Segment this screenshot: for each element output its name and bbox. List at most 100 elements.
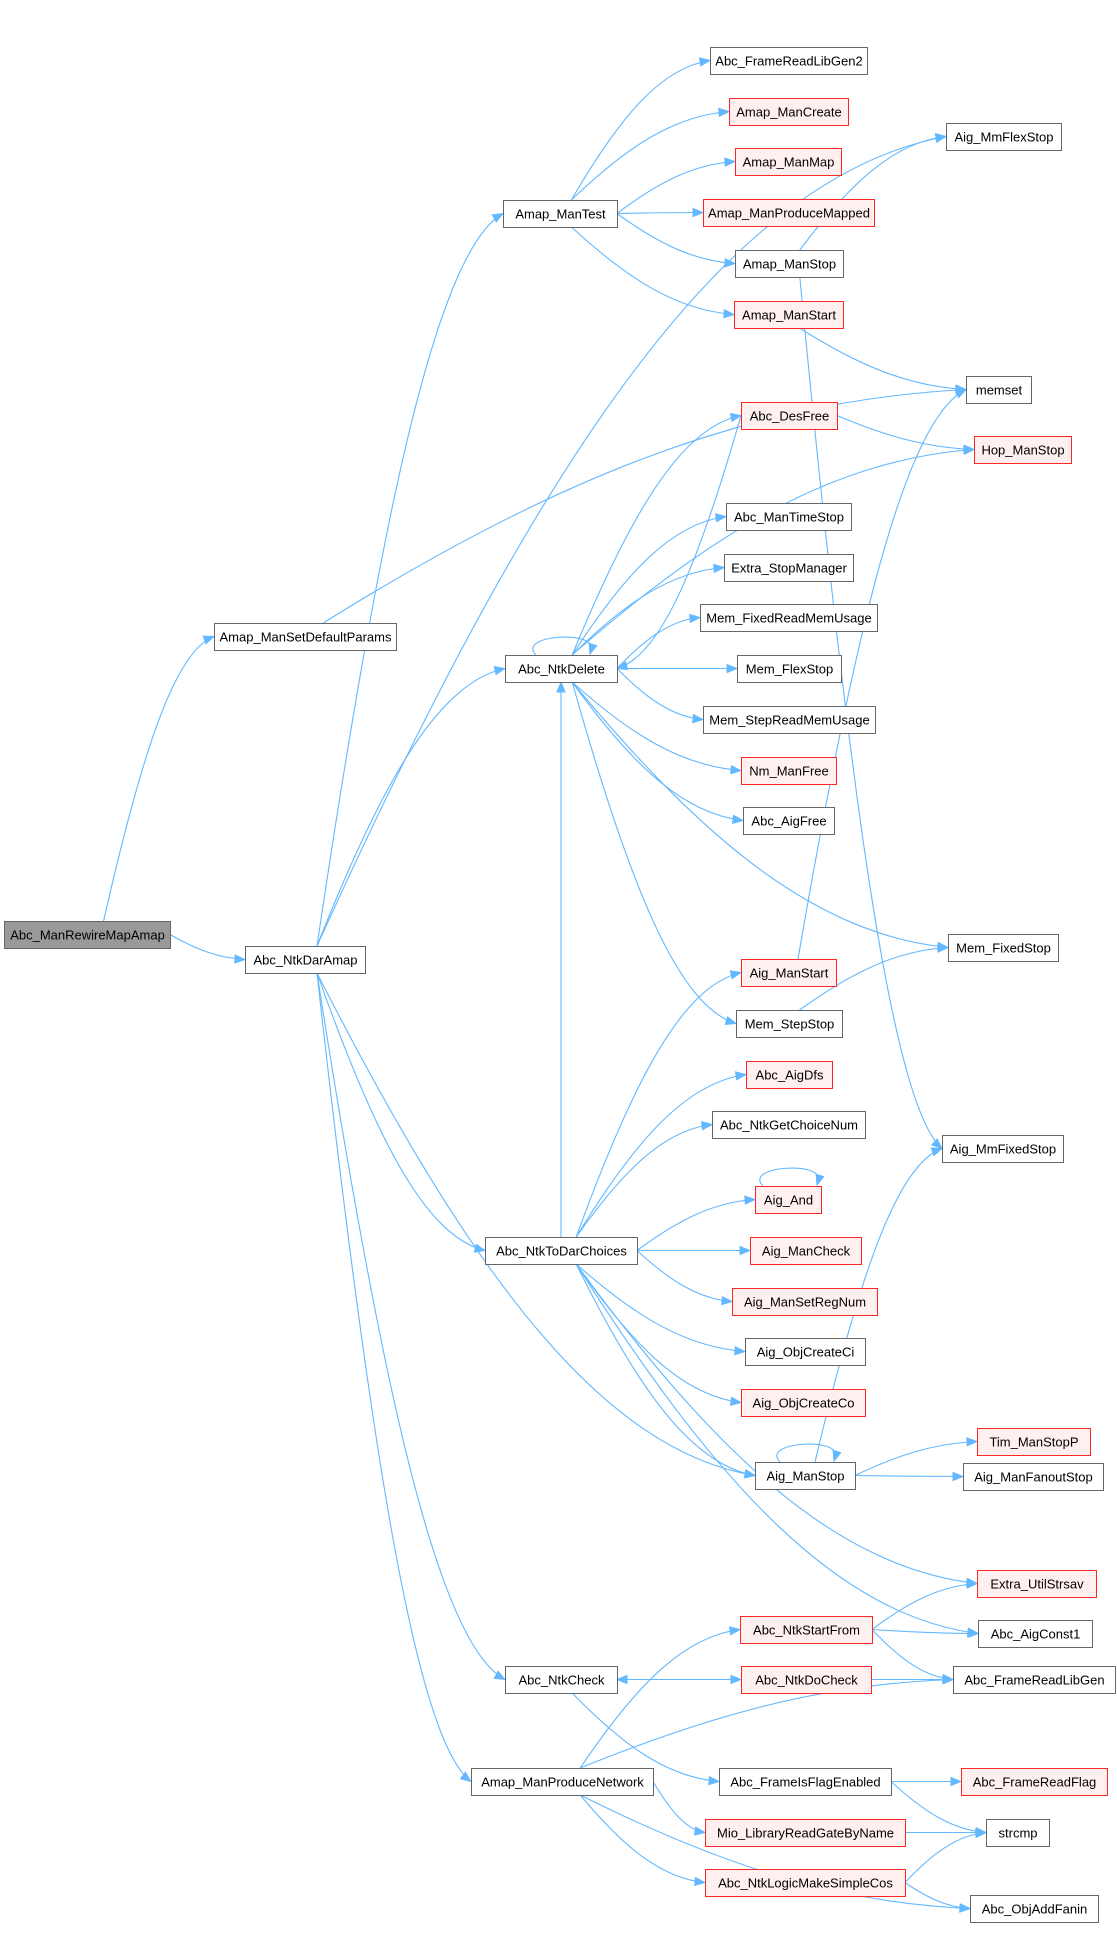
- node-mem-fixedreadmemusage[interactable]: Mem_FixedReadMemUsage: [700, 604, 878, 632]
- node-box: [737, 655, 842, 683]
- node-amap-mantest[interactable]: Amap_ManTest: [503, 200, 618, 228]
- node-label: Aig_MmFixedStop: [950, 1142, 1056, 1157]
- edge-abc-ntkdelete-to-extra-stopmanager: [571, 563, 726, 656]
- node-abc-manrewiremapamap[interactable]: Abc_ManRewireMapAmap: [4, 921, 171, 949]
- edge-line: [636, 1198, 756, 1251]
- node-abc-framereadflag[interactable]: Abc_FrameReadFlag: [961, 1768, 1108, 1796]
- edge-line: [571, 515, 727, 656]
- edge-abc-desfree-to-hop-manstop: [836, 414, 976, 454]
- edge-abc-ntktodarchoices-to-aig-manstart: [575, 970, 743, 1238]
- node-aig-mancheck[interactable]: Aig_ManCheck: [750, 1237, 862, 1265]
- arrowhead-icon: [729, 412, 743, 423]
- node-aig-mansetregnum[interactable]: Aig_ManSetRegNum: [732, 1288, 878, 1316]
- node-amap-manproducenetwork[interactable]: Amap_ManProduceNetwork: [471, 1768, 654, 1796]
- node-aig-manstart[interactable]: Aig_ManStart: [741, 959, 837, 987]
- node-aig-and[interactable]: Aig_And: [755, 1186, 822, 1214]
- node-abc-objaddfanin[interactable]: Abc_ObjAddFanin: [970, 1895, 1099, 1923]
- node-amap-manstop[interactable]: Amap_ManStop: [735, 250, 844, 278]
- node-aig-mmflexstop[interactable]: Aig_MmFlexStop: [946, 123, 1062, 151]
- node-abc-aigdfs[interactable]: Abc_AigDfs: [746, 1061, 833, 1089]
- node-label: Abc_NtkToDarChoices: [496, 1244, 627, 1259]
- node-label: Mem_FixedReadMemUsage: [706, 611, 871, 626]
- arrowhead-icon: [615, 1674, 628, 1685]
- node-amap-mancreate[interactable]: Amap_ManCreate: [729, 98, 849, 126]
- node-amap-manstart[interactable]: Amap_ManStart: [734, 301, 844, 329]
- node-mem-flexstop[interactable]: Mem_FlexStop: [737, 655, 842, 683]
- edge-line: [799, 327, 967, 391]
- node-box: [245, 946, 366, 974]
- node-tim-manstopp[interactable]: Tim_ManStopP: [977, 1428, 1091, 1456]
- node-abc-ntkgetchoicenum[interactable]: Abc_NtkGetChoiceNum: [712, 1111, 866, 1139]
- edge-line: [575, 1263, 756, 1477]
- node-aig-manstop[interactable]: Aig_ManStop: [755, 1462, 856, 1490]
- node-aig-objcreateci[interactable]: Aig_ObjCreateCi: [745, 1338, 866, 1366]
- node-label: Amap_ManProduceNetwork: [481, 1775, 644, 1790]
- node-label: Aig_ManCheck: [762, 1244, 851, 1259]
- node-amap-manproducemapped[interactable]: Amap_ManProduceMapped: [703, 199, 875, 227]
- node-box: [946, 123, 1062, 151]
- node-mem-fixedstop[interactable]: Mem_FixedStop: [948, 934, 1059, 962]
- node-extra-stopmanager[interactable]: Extra_StopManager: [724, 554, 854, 582]
- arrowhead-icon: [202, 635, 216, 645]
- edge-line: [799, 946, 949, 1011]
- node-box: [505, 655, 618, 683]
- node-label: Aig_ManFanoutStop: [974, 1470, 1093, 1485]
- node-aig-objcreateco[interactable]: Aig_ObjCreateCo: [741, 1389, 866, 1417]
- edge-abc-ntkdelete-to-mem-stepstop: [571, 681, 738, 1026]
- node-aig-manfanoutstop[interactable]: Aig_ManFanoutStop: [963, 1463, 1104, 1491]
- edge-line: [616, 616, 701, 669]
- node-abc-ntkstartfrom[interactable]: Abc_NtkStartFrom: [740, 1616, 873, 1644]
- edge-abc-desfree-to-abc-ntkdelete: [615, 415, 742, 671]
- edge-amap-mantest-to-amap-manmap: [616, 157, 737, 214]
- node-label: Abc_FrameReadFlag: [973, 1775, 1097, 1790]
- node-label: Hop_ManStop: [981, 443, 1064, 458]
- node-aig-mmfixedstop[interactable]: Aig_MmFixedStop: [942, 1135, 1064, 1163]
- node-label: Tim_ManStopP: [989, 1435, 1078, 1450]
- node-abc-aigconst1[interactable]: Abc_AigConst1: [978, 1620, 1093, 1648]
- edge-amap-mantest-to-amap-manstop: [616, 213, 737, 268]
- node-label: Amap_ManMap: [743, 155, 835, 170]
- node-memset[interactable]: memset: [966, 376, 1032, 404]
- node-mem-stepstop[interactable]: Mem_StepStop: [736, 1010, 843, 1038]
- node-label: Abc_AigDfs: [756, 1068, 824, 1083]
- node-abc-mantimestop[interactable]: Abc_ManTimeStop: [726, 503, 852, 531]
- node-label: Aig_ManStart: [750, 966, 829, 981]
- node-mio-libraryreadgatebyname[interactable]: Mio_LibraryReadGateByName: [705, 1819, 906, 1847]
- arrowhead-icon: [728, 1626, 742, 1636]
- node-label: Nm_ManFree: [749, 764, 828, 779]
- node-label: Abc_AigFree: [751, 814, 826, 829]
- node-abc-ntklogicmakesimplecos[interactable]: Abc_NtkLogicMakeSimpleCos: [705, 1869, 906, 1897]
- node-abc-framereadlibgen2[interactable]: Abc_FrameReadLibGen2: [710, 47, 868, 75]
- arrowhead-icon: [491, 212, 505, 223]
- arrowhead-icon: [693, 1826, 707, 1836]
- edge-line: [871, 1582, 978, 1630]
- node-hop-manstop[interactable]: Hop_ManStop: [974, 436, 1072, 464]
- node-abc-aigfree[interactable]: Abc_AigFree: [743, 807, 835, 835]
- node-mem-stepreadmemusage[interactable]: Mem_StepReadMemUsage: [703, 706, 876, 734]
- edge-line: [616, 211, 704, 215]
- node-abc-ntkdaramap[interactable]: Abc_NtkDarAmap: [245, 946, 366, 974]
- node-abc-desfree[interactable]: Abc_DesFree: [741, 402, 838, 430]
- edge-amap-manstart-to-memset: [799, 327, 968, 394]
- edge-aig-manstop-to-aig-manstop: [776, 1443, 842, 1463]
- node-amap-mansetdefaultparams[interactable]: Amap_ManSetDefaultParams: [214, 623, 397, 651]
- node-abc-ntkcheck[interactable]: Abc_NtkCheck: [505, 1666, 618, 1694]
- arrowhead-icon: [713, 563, 726, 574]
- edge-line: [636, 1250, 733, 1303]
- node-abc-framereadlibgen[interactable]: Abc_FrameReadLibGen: [953, 1666, 1116, 1694]
- node-nm-manfree[interactable]: Nm_ManFree: [741, 757, 837, 785]
- edge-abc-ntktodarchoices-to-abc-ntkgetchoicenum: [575, 1121, 714, 1238]
- node-abc-ntktodarchoices[interactable]: Abc_NtkToDarChoices: [485, 1237, 638, 1265]
- edge-line: [836, 414, 975, 451]
- edge-line: [759, 1167, 819, 1187]
- edge-line: [169, 934, 246, 961]
- node-abc-ntkdelete[interactable]: Abc_NtkDelete: [505, 655, 618, 683]
- edge-abc-ntkdelete-to-mem-stepreadmemusage: [616, 668, 705, 724]
- node-amap-manmap[interactable]: Amap_ManMap: [735, 148, 842, 176]
- arrowhead-icon: [698, 57, 712, 67]
- node-abc-ntkdocheck[interactable]: Abc_NtkDoCheck: [741, 1666, 872, 1694]
- node-label: Aig_MmFlexStop: [955, 130, 1054, 145]
- node-extra-utilstrsav[interactable]: Extra_UtilStrsav: [977, 1570, 1097, 1598]
- node-abc-frameisflagenabled[interactable]: Abc_FrameIsFlagEnabled: [719, 1768, 892, 1796]
- node-strcmp[interactable]: strcmp: [986, 1819, 1050, 1847]
